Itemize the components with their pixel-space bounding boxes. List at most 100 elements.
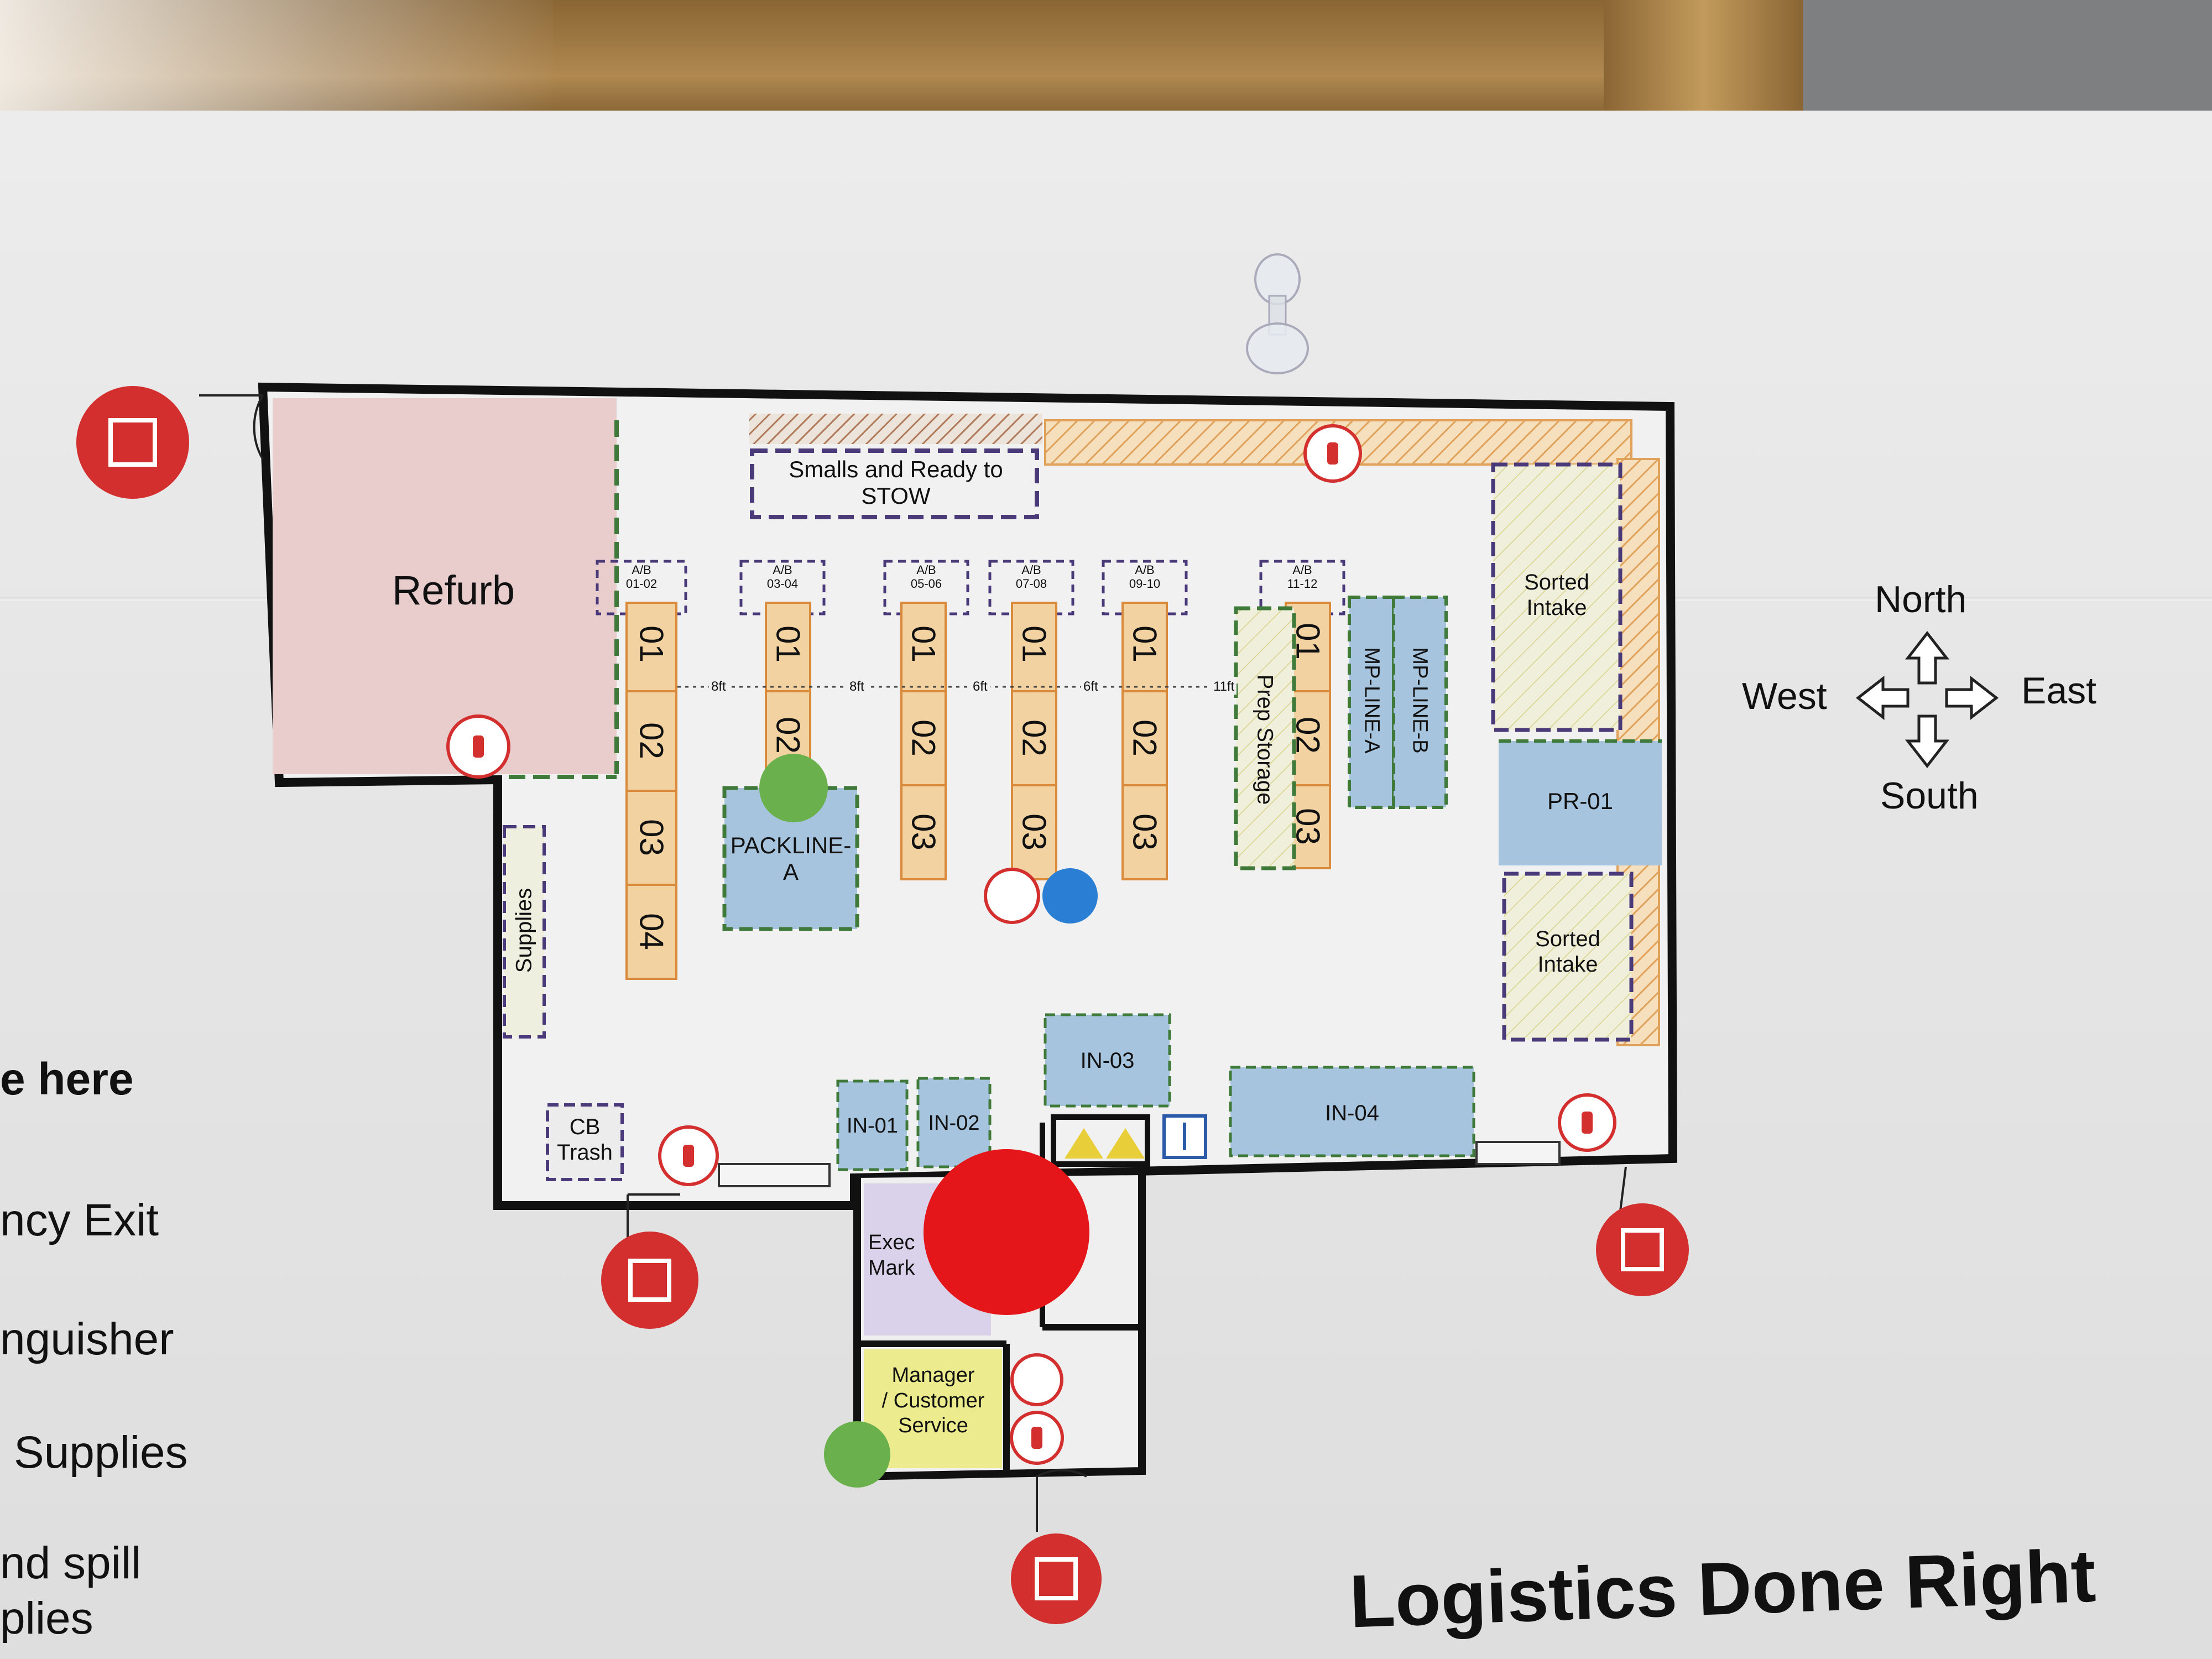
in01-zone	[836, 1079, 909, 1171]
bay-label: 02	[905, 719, 942, 757]
in02-zone	[916, 1077, 992, 1168]
bay-label: 01	[1126, 625, 1164, 662]
packline-line-1: PACKLINE-	[730, 832, 852, 858]
refurb-label: Refurb	[392, 567, 515, 613]
bay-label: 02	[1126, 719, 1164, 757]
bay-label: 01	[1015, 625, 1053, 662]
manager-line-3: Service	[898, 1414, 968, 1438]
bay-label: 01	[633, 625, 670, 662]
bay-label: 04	[633, 913, 670, 950]
rack-dividers	[627, 690, 1330, 886]
refurb-zone	[273, 398, 617, 774]
wrench-icon	[1042, 868, 1098, 924]
mp-line-b-label: MP-LINE-B	[1408, 647, 1432, 754]
prep-storage-zone	[1234, 606, 1296, 870]
spacing-label: 8ft	[847, 679, 867, 695]
bay-label: 01	[1289, 623, 1327, 660]
bay-label: 03	[633, 819, 670, 856]
sorted-intake-1-label: Sorted Intake	[1493, 570, 1620, 620]
legend-heading: e here	[0, 1054, 134, 1104]
spacing-label: 11ft	[1211, 679, 1237, 695]
in01-label: IN-01	[847, 1114, 898, 1138]
compass-south: South	[1880, 775, 1979, 817]
in03-zone	[1044, 1013, 1171, 1108]
phone-icon	[759, 754, 828, 822]
spacing-label: 6ft	[971, 679, 990, 695]
smalls-zone	[750, 448, 1039, 519]
exec-label: Exec Mark	[868, 1230, 915, 1281]
legend-item-supplies-2: plies	[0, 1593, 93, 1644]
compass-east: East	[2021, 670, 2097, 712]
sorted-intake-1-line-1: Sorted	[1524, 570, 1589, 594]
windows	[718, 1141, 1561, 1187]
sorted-intake-1-zone	[1491, 462, 1623, 732]
mp-line-b-zone	[1392, 596, 1448, 809]
cb-trash-zone	[546, 1103, 624, 1181]
legend-item-extinguisher: nguisher	[0, 1314, 174, 1364]
in02-label: IN-02	[928, 1112, 980, 1135]
sorted-intake-2-label: Sorted Intake	[1504, 926, 1631, 977]
plastic-cover-glare	[0, 0, 553, 122]
packline-line-2: A	[782, 859, 799, 885]
compass-west: West	[1742, 675, 1827, 717]
top-storage-strip	[749, 414, 1042, 444]
smalls-line-2: STOW	[861, 483, 931, 509]
first-aid-icon-2	[1010, 1353, 1063, 1406]
compass-icon	[1855, 630, 1999, 769]
exit-glyphs	[108, 418, 1664, 1600]
mp-line-a-label: MP-LINE-A	[1360, 647, 1384, 754]
prep-storage-label: Prep Storage	[1253, 674, 1277, 805]
bay-label: 02	[633, 722, 670, 759]
pr01-label: PR-01	[1547, 788, 1614, 814]
in03-label: IN-03	[1080, 1048, 1135, 1073]
manager-label: Manager / Customer Service	[865, 1363, 1001, 1439]
exec-line-1: Exec	[868, 1231, 915, 1254]
you-are-here-dot	[924, 1149, 1089, 1315]
cb-line-1: CB	[569, 1115, 601, 1139]
legend-item-supplies: Supplies	[14, 1427, 188, 1478]
bay-label: 01	[769, 625, 807, 662]
packline-label: PACKLINE- A	[724, 832, 857, 886]
spacing-label: 8ft	[709, 679, 728, 695]
spacing-label: 6ft	[1081, 679, 1100, 695]
bay-label: 03	[1015, 813, 1053, 851]
manager-line-2: / Customer	[881, 1389, 985, 1412]
supplies-zone	[503, 825, 546, 1039]
sorted-intake-1-line-2: Intake	[1526, 596, 1587, 620]
legend-item-spill: nd spill	[0, 1538, 142, 1588]
bay-label: 03	[1126, 813, 1164, 851]
sorted-intake-2-line-2: Intake	[1537, 952, 1598, 977]
smalls-label: Smalls and Ready to STOW	[758, 456, 1034, 510]
in04-zone	[1229, 1066, 1475, 1157]
sorted-intake-2-zone	[1502, 872, 1634, 1042]
smalls-line-1: Smalls and Ready to	[789, 456, 1003, 482]
emergency-exit-icons	[76, 386, 1689, 1624]
bay-label: 03	[905, 813, 942, 851]
bay-label: 02	[1015, 719, 1053, 757]
pr01-zone	[1499, 741, 1662, 865]
compass-north: North	[1875, 578, 1967, 620]
bay-label: 03	[1289, 808, 1327, 845]
manager-line-1: Manager	[891, 1364, 975, 1387]
pushpin-icon	[1246, 253, 1309, 374]
bay-label: 02	[769, 717, 807, 754]
bay-label: 01	[905, 625, 942, 662]
cb-trash-label: CB Trash	[547, 1114, 622, 1165]
exec-line-2: Mark	[868, 1256, 915, 1280]
sorted-intake-2-line-1: Sorted	[1535, 927, 1600, 951]
extinguisher-glyphs	[473, 442, 1593, 1449]
bay-label: 02	[1289, 717, 1327, 754]
phone-icon-2	[824, 1421, 890, 1488]
in04-label: IN-04	[1325, 1101, 1379, 1125]
supplies-label: Supplies	[512, 888, 536, 973]
first-aid-icon	[984, 868, 1040, 924]
mp-line-a-zone	[1348, 596, 1395, 809]
legend-item-exit: ncy Exit	[0, 1195, 159, 1245]
